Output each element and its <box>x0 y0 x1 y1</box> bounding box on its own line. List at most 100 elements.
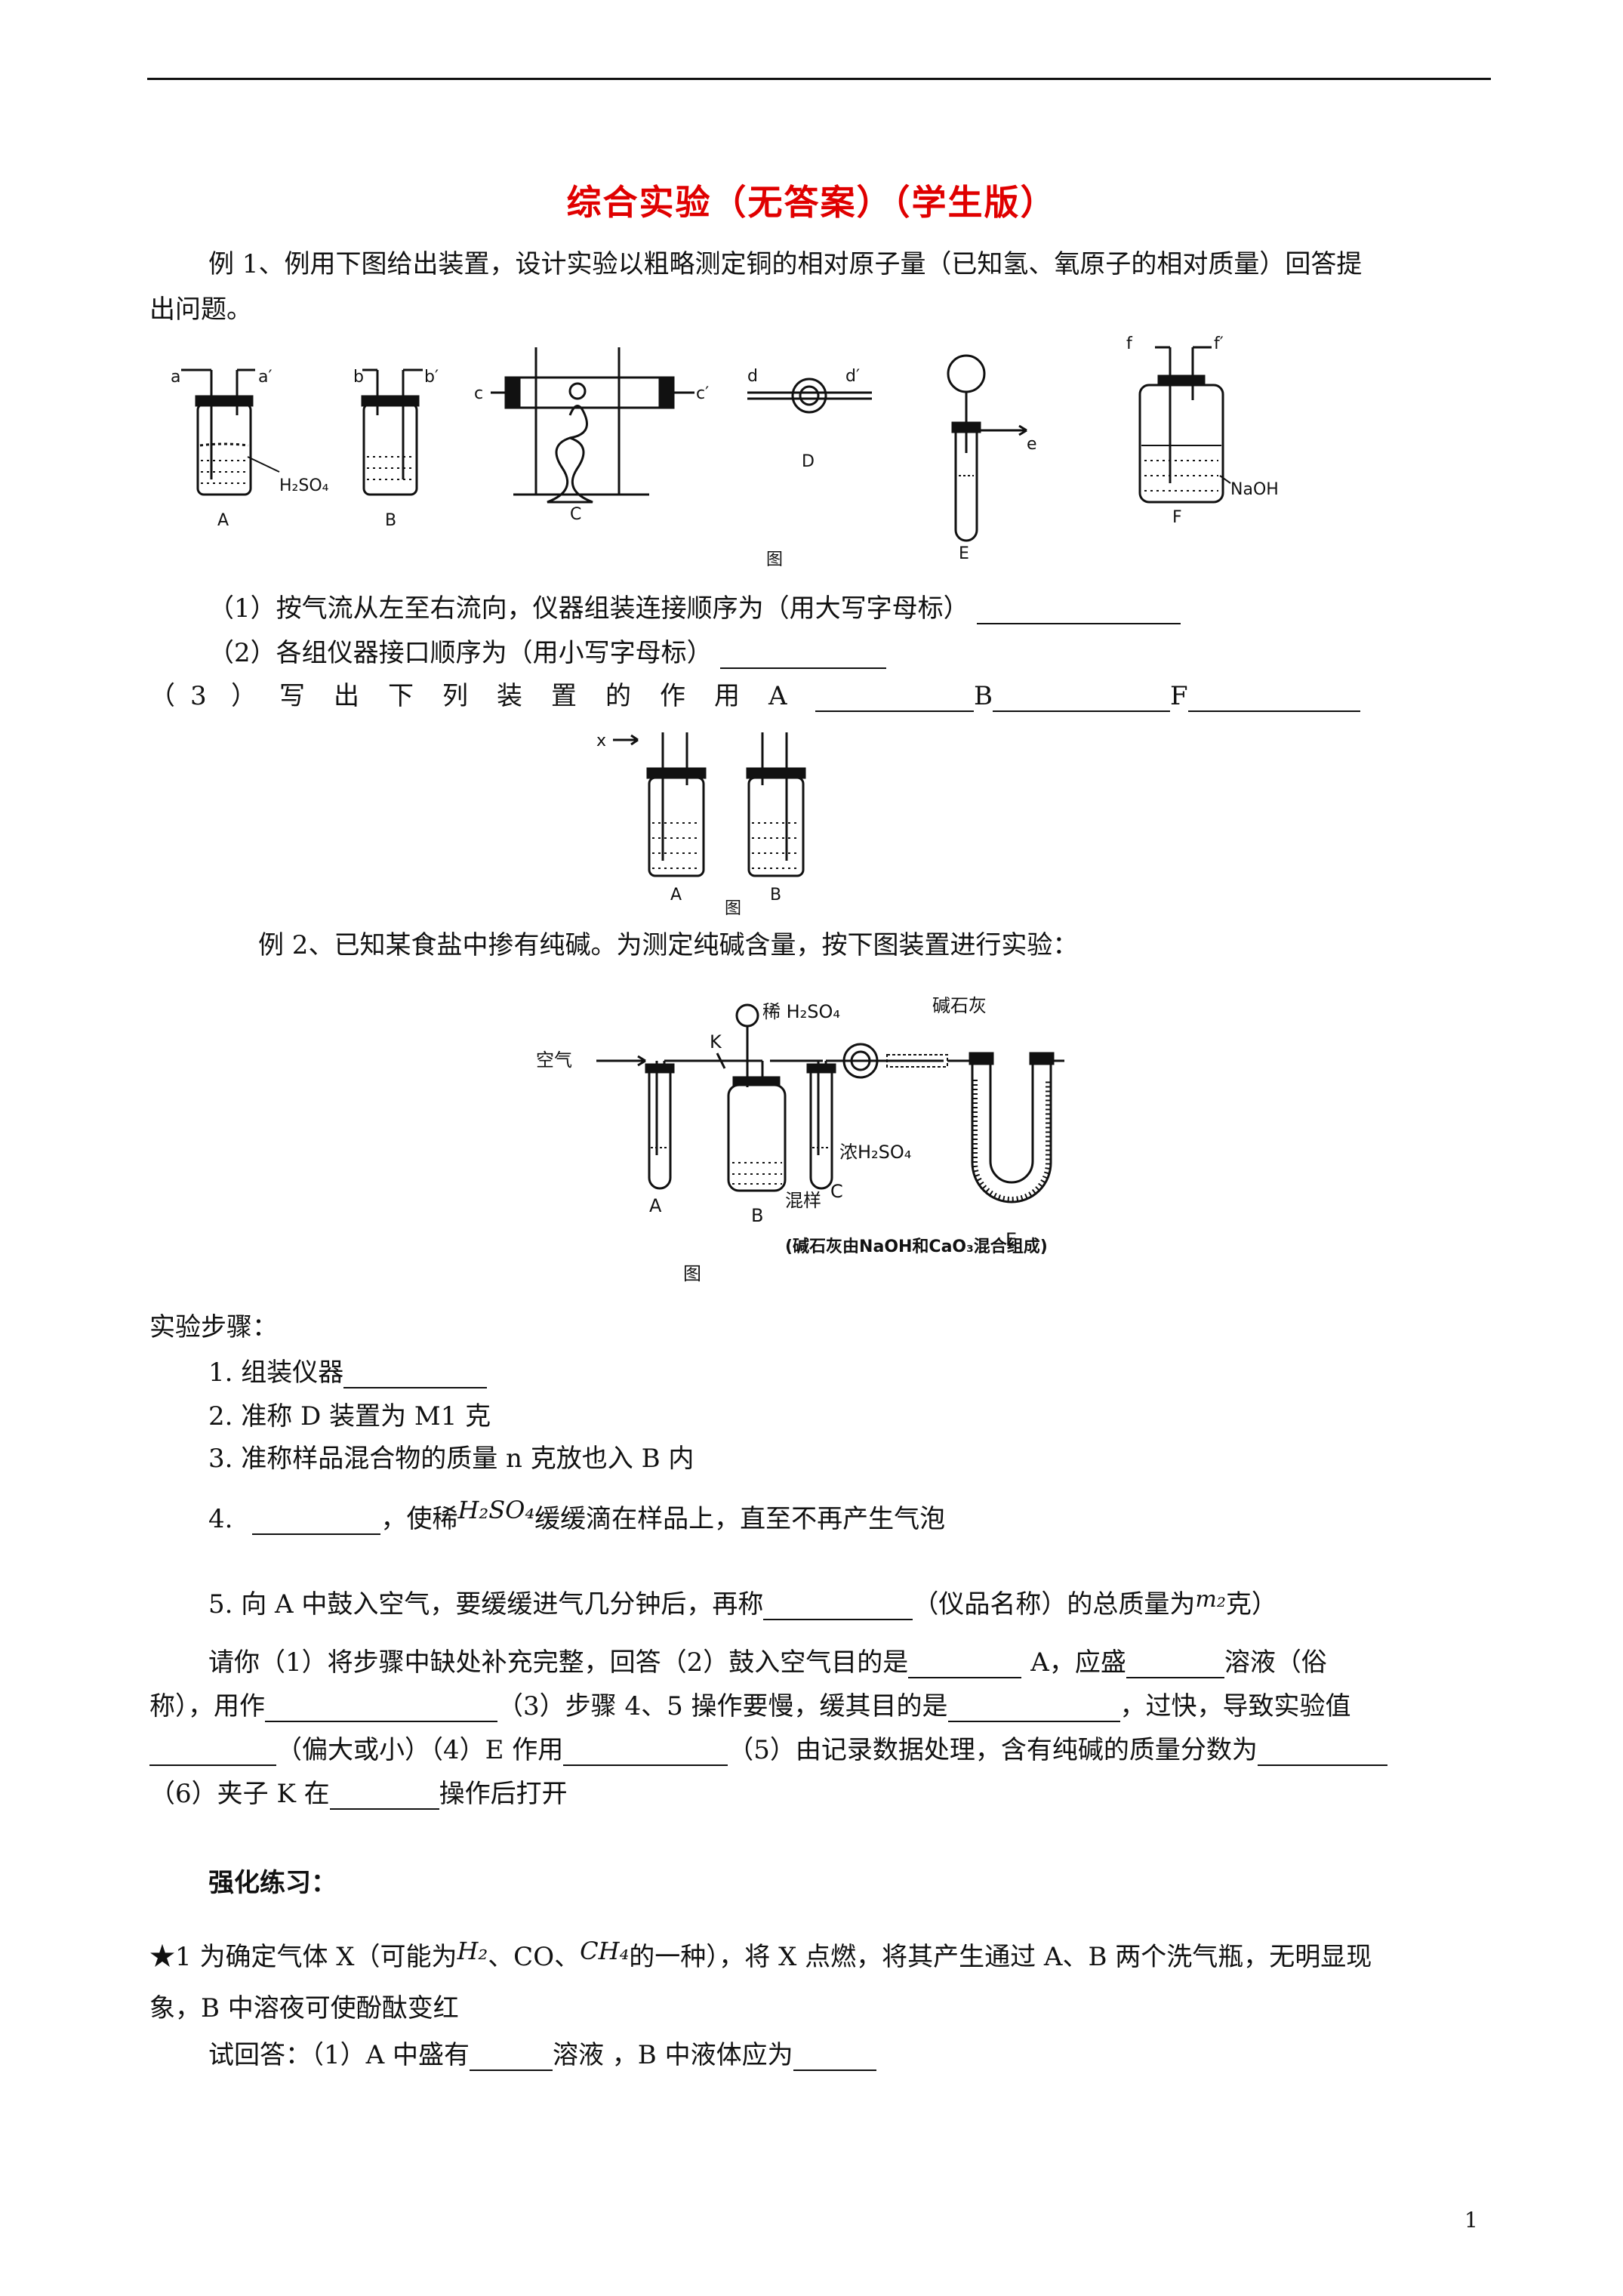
fig3-mix: 混样 <box>785 1190 821 1211</box>
fig2-x: x <box>596 732 606 750</box>
p1-blank-b[interactable] <box>1126 1651 1224 1678</box>
p1-text-a: 请你（1）将步骤中缺处补充完整，回答（2）鼓入空气目的是 <box>208 1647 909 1678</box>
fig3-conc: 浓H₂SO₄ <box>839 1142 911 1163</box>
p2-text-c: ，过快，导致实验值 <box>1119 1691 1351 1721</box>
q3-char: 写 <box>279 681 305 711</box>
bottle-a <box>181 368 280 496</box>
step-4-blank[interactable] <box>252 1508 381 1535</box>
step-4-num: 4. <box>208 1504 233 1534</box>
label-D: D <box>802 452 815 471</box>
q3-char: 作 <box>660 681 685 711</box>
ex1-intro-line2: 出问题。 <box>149 294 252 325</box>
q3-char: ） <box>231 681 257 711</box>
p3-text-a: （偏大或小）（4）E 作用 <box>276 1735 564 1765</box>
label-b2: b′ <box>424 368 439 387</box>
figure3-apparatus: 空气 K 稀 H₂SO₄ 碱石灰 浓H₂SO₄ 混样 A B C E 图 (碱石… <box>536 995 1064 1284</box>
fig3-dilute: 稀 H₂SO₄ <box>762 1001 840 1022</box>
q3-char: 列 <box>442 681 468 711</box>
q3-char: 的 <box>605 681 631 711</box>
step-1-text: 1. 组装仪器 <box>208 1358 344 1388</box>
label-E: E <box>959 544 969 563</box>
step-4-text-a: ，使稀 <box>380 1504 458 1534</box>
label-c: c <box>474 384 483 403</box>
step-1-blank[interactable] <box>343 1361 488 1388</box>
label-A: A <box>217 511 229 530</box>
drying-tube-d <box>747 378 872 414</box>
apparatus-e <box>947 354 1027 542</box>
p3-blank-b[interactable] <box>563 1739 728 1766</box>
page-title: 综合实验（无答案）（学生版） <box>566 182 1057 223</box>
q3-char: 装 <box>497 681 522 711</box>
fig3-label-E: E <box>1006 1229 1017 1250</box>
label-a: a <box>171 368 180 387</box>
fig2-label-A: A <box>670 886 682 905</box>
step-2: 2. 准称 D 装置为 M1 克 <box>208 1401 491 1432</box>
label-C: C <box>570 505 581 524</box>
figure2-apparatus: x A B 图 <box>596 732 806 918</box>
ex1-q1: （1）按气流从左至右流向，仪器组装连接顺序为（用大写字母标） <box>208 593 1181 624</box>
step-4-formula: H₂SO₄ <box>457 1496 535 1524</box>
q3-char: 用 <box>714 681 740 711</box>
pq1-text-c: 的一种），将 X 点燃，将其产生通过 A、B 两个洗气瓶，无明显现 <box>629 1942 1372 1972</box>
q3-char: 3 <box>190 681 207 711</box>
label-F: F <box>1172 508 1182 527</box>
figure3-caption: 图 <box>683 1263 701 1284</box>
q3-char: 出 <box>334 681 359 711</box>
label-c2: c′ <box>696 384 709 403</box>
pq1-blank-a[interactable] <box>470 2044 553 2071</box>
p2-text-a: 称），用作 <box>149 1691 265 1721</box>
fig3-k: K <box>710 1031 722 1052</box>
label-naoh: NaOH <box>1230 480 1279 499</box>
ex1-q2-blank[interactable] <box>719 642 886 669</box>
pq1-blank-b[interactable] <box>793 2044 876 2071</box>
ex1-q1-blank[interactable] <box>976 597 1181 624</box>
ex1-q2-text: （2）各组仪器接口顺序为（用小写字母标） <box>208 638 713 668</box>
fig3-note: (碱石灰由NaOH和CaO₃混合组成) <box>785 1237 1048 1256</box>
ex1-q3-blank-a[interactable] <box>815 685 974 712</box>
step-5-blank[interactable] <box>763 1593 913 1620</box>
fig3-label-C: C <box>830 1181 843 1202</box>
pq1-l3-text-b: 溶液 ，B 中液体应为 <box>553 2040 793 2070</box>
practice-q1-line1: ★1 为确定气体 X（可能为H₂、CO、CH₄的一种），将 X 点燃，将其产生通… <box>149 1937 1372 1973</box>
p4-text-b: 操作后打开 <box>439 1779 568 1809</box>
label-f: f <box>1126 334 1133 353</box>
ex1-q3-blank-f[interactable] <box>1187 685 1360 712</box>
pq1-text-b: 、CO、 <box>488 1942 581 1972</box>
fig2-label-B: B <box>770 886 781 905</box>
steps-title: 实验步骤： <box>149 1312 278 1342</box>
p3-blank-a[interactable] <box>149 1739 276 1766</box>
pq1-l3-text-a: 试回答：（1）A 中盛有 <box>208 2040 470 2070</box>
ex1-q3-blank-b[interactable] <box>993 685 1170 712</box>
q3-char: （ <box>149 681 175 711</box>
practice-q1-line3: 试回答：（1）A 中盛有 溶液 ，B 中液体应为 <box>208 2040 876 2071</box>
header-rule <box>147 78 1491 80</box>
label-d: d <box>747 367 758 386</box>
figure2-caption: 图 <box>725 899 741 918</box>
practice-q1-line2: 象，B 中溶夜可使酚酞变红 <box>149 1993 459 2023</box>
fig3-label-A: A <box>649 1195 662 1216</box>
fig3-label-B: B <box>751 1205 763 1226</box>
step-5: 5. 向 A 中鼓入空气，要缓缓进气几分钟后，再称（仪品名称）的总质量为m₂克） <box>208 1586 1277 1620</box>
ex1-intro-line1: 例 1、例用下图给出装置，设计实验以粗略测定铜的相对原子量（已知氢、氧原子的相对… <box>208 249 1363 279</box>
p4-blank[interactable] <box>329 1783 439 1810</box>
p3-blank-c[interactable] <box>1257 1739 1387 1766</box>
q3-char: 下 <box>388 681 414 711</box>
p1-blank-a[interactable] <box>908 1651 1022 1678</box>
label-e: e <box>1027 435 1037 454</box>
p2-blank-a[interactable] <box>265 1695 497 1722</box>
step-4: 4.，使稀H₂SO₄缓缓滴在样品上，直至不再产生气泡 <box>208 1496 945 1535</box>
p1-text-c: 溶液（俗 <box>1224 1647 1327 1678</box>
p-line-3: （偏大或小）（4）E 作用 （5）由记录数据处理，含有纯碱的质量分数为 <box>149 1735 1387 1766</box>
q3-label-b: B <box>974 681 993 711</box>
step-5-text-a: 5. 向 A 中鼓入空气，要缓缓进气几分钟后，再称 <box>208 1589 764 1620</box>
label-h2so4: H₂SO₄ <box>279 476 329 495</box>
fig3-soda-lime: 碱石灰 <box>932 995 987 1016</box>
q3-label-f: F <box>1170 681 1188 711</box>
p2-blank-b[interactable] <box>947 1695 1120 1722</box>
pq1-formula-ch4: CH₄ <box>580 1937 630 1965</box>
q3-char: A <box>768 681 787 711</box>
p3-text-b: （5）由记录数据处理，含有纯碱的质量分数为 <box>728 1735 1258 1765</box>
label-a2: a′ <box>258 368 272 387</box>
